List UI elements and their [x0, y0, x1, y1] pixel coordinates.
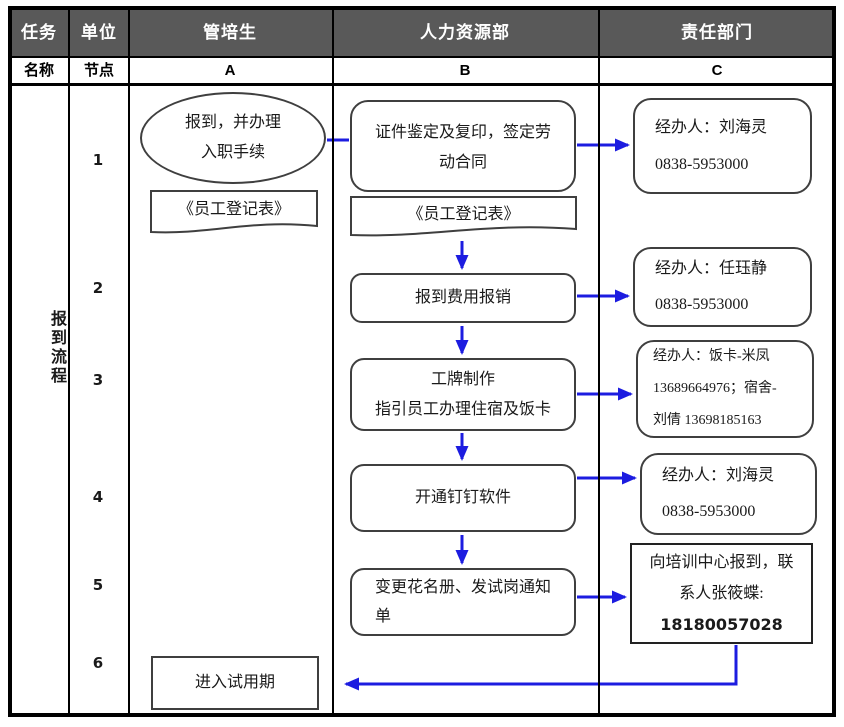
- subheader-col-a: A: [224, 62, 236, 79]
- process-box-roster-notice: 变更花名册、发试岗通知 单: [350, 568, 576, 636]
- grid-vline-4: [598, 8, 600, 717]
- subheader-name: 名称: [23, 62, 54, 79]
- grid-vline-1: [68, 8, 70, 717]
- node-number-1: 1: [92, 151, 104, 169]
- document-shape: [350, 196, 577, 237]
- header-dept-lane: 责任部门: [681, 23, 753, 42]
- end-box-probation: 进入试用期: [151, 656, 319, 710]
- node-number-6: 6: [92, 654, 104, 672]
- header-task: 任务: [21, 23, 57, 42]
- document-employee-form-b: 《员工登记表》: [350, 196, 577, 239]
- subheader-col-b: B: [459, 62, 471, 79]
- node-number-5: 5: [92, 576, 104, 594]
- grid-hline-header: [10, 56, 834, 58]
- task-name-vertical: 报到流程: [48, 310, 65, 386]
- document-employee-form-a: 《员工登记表》: [150, 190, 318, 236]
- grid-vline-2: [128, 8, 130, 717]
- header-trainee-lane: 管培生: [203, 23, 257, 42]
- grid-vline-3: [332, 8, 334, 717]
- process-box-dingtalk: 开通钉钉软件: [350, 464, 576, 532]
- header-band: [11, 9, 833, 56]
- process-box-expense: 报到费用报销: [350, 273, 576, 323]
- subheader-node: 节点: [83, 62, 114, 79]
- contact-box-4: 经办人：刘海灵 0838-5953000: [640, 453, 817, 535]
- process-box-badge-dorm: 工牌制作 指引员工办理住宿及饭卡: [350, 358, 576, 431]
- contact-box-3: 经办人：饭卡-米凤 13689664976；宿舍- 刘倩 13698185163: [636, 340, 814, 438]
- node-number-2: 2: [92, 279, 104, 297]
- node-number-4: 4: [92, 488, 104, 506]
- table-outer-border: [8, 6, 836, 717]
- contact-box-1: 经办人：刘海灵 0838-5953000: [633, 98, 812, 194]
- header-unit: 单位: [81, 23, 117, 42]
- node-number-3: 3: [92, 371, 104, 389]
- grid-hline-subheader: [10, 83, 834, 86]
- document-shape: [150, 190, 318, 234]
- header-hr-lane: 人力资源部: [420, 23, 510, 42]
- training-center-phone: 18180057028: [660, 615, 783, 634]
- contact-box-2: 经办人：任珏静 0838-5953000: [633, 247, 812, 327]
- training-center-box: 向培训中心报到，联 系人张筱蝶: 18180057028: [630, 543, 813, 644]
- subheader-col-c: C: [711, 62, 723, 79]
- training-center-text: 向培训中心报到，联 系人张筱蝶:: [649, 554, 794, 602]
- start-ellipse-register: 报到，并办理 入职手续: [140, 92, 326, 184]
- process-box-id-check: 证件鉴定及复印，签定劳 动合同: [350, 100, 576, 192]
